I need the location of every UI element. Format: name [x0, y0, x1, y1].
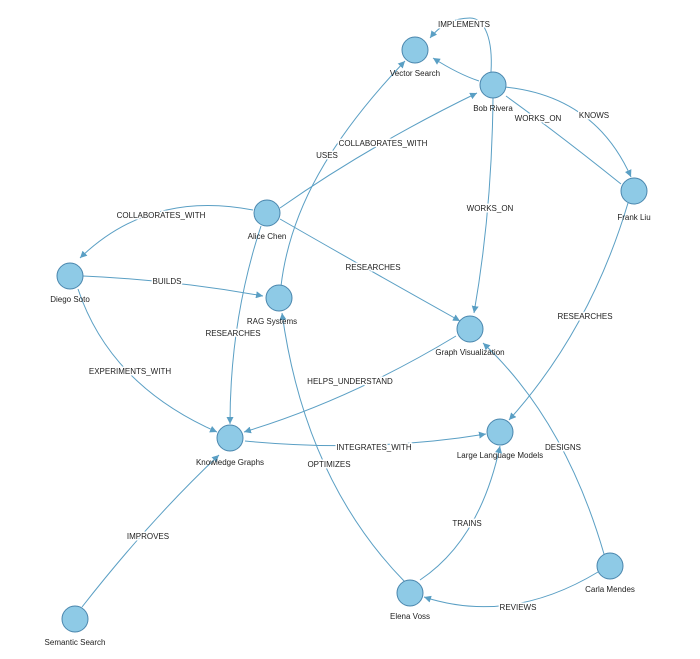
- nodes-layer: Vector Search Bob Rivera Frank Liu Alice…: [45, 36, 651, 647]
- edge-frank-researches-llm: [508, 202, 629, 421]
- edge-uses: [280, 60, 406, 287]
- node-vector-search-circle[interactable]: [401, 36, 429, 64]
- node-graph-visualization[interactable]: Graph Visualization: [435, 315, 505, 357]
- node-elena-voss[interactable]: Elena Voss: [390, 579, 430, 621]
- node-rag-systems-circle[interactable]: [265, 284, 293, 312]
- node-diego-soto[interactable]: Diego Soto: [50, 262, 90, 304]
- node-semantic-search-circle[interactable]: [61, 605, 89, 633]
- node-carla-mendes-circle[interactable]: [596, 552, 624, 580]
- edge-alice-collaborates-diego: [79, 204, 254, 259]
- node-knowledge-graphs[interactable]: Knowledge Graphs: [196, 424, 264, 467]
- edge-trains: [419, 445, 502, 581]
- edge-label-improves: IMPROVES: [127, 532, 169, 541]
- edge-reviews: [423, 571, 599, 608]
- edge-builds: [82, 275, 264, 299]
- node-rag-systems-label: RAG Systems: [247, 317, 297, 326]
- edge-integrates-with: [244, 431, 487, 447]
- node-alice-chen-label: Alice Chen: [248, 232, 287, 241]
- edge-label-implements: IMPLEMENTS: [438, 20, 490, 29]
- node-graph-visualization-circle[interactable]: [456, 315, 484, 343]
- edge-designs: [482, 342, 605, 555]
- edge-helps-understand: [243, 335, 457, 434]
- edge-label-collaborates-with: COLLABORATES_WITH: [339, 139, 428, 148]
- edge-improves: [81, 454, 220, 608]
- node-semantic-search-label: Semantic Search: [45, 638, 106, 647]
- edge-bob-works-on-viz: [471, 96, 494, 314]
- node-large-language-models-circle[interactable]: [486, 418, 514, 446]
- node-frank-liu-circle[interactable]: [620, 177, 648, 205]
- node-rag-systems[interactable]: RAG Systems: [247, 284, 297, 326]
- node-graph-visualization-label: Graph Visualization: [435, 348, 504, 357]
- edge-optimizes: [279, 312, 406, 583]
- node-alice-chen-circle[interactable]: [253, 199, 281, 227]
- edge-alice-researches-viz: [279, 218, 461, 322]
- node-vector-search[interactable]: Vector Search: [390, 36, 440, 78]
- node-diego-soto-label: Diego Soto: [50, 295, 90, 304]
- edge-label-experiments-with: EXPERIMENTS_WITH: [89, 367, 171, 376]
- node-vector-search-label: Vector Search: [390, 69, 440, 78]
- node-knowledge-graphs-circle[interactable]: [216, 424, 244, 452]
- node-frank-liu[interactable]: Frank Liu: [617, 177, 651, 222]
- node-bob-rivera-label: Bob Rivera: [473, 104, 513, 113]
- edge-alice-researches-kg: [226, 225, 262, 425]
- edge-frank-works-on: [505, 95, 622, 185]
- edge-label-knows: KNOWS: [579, 111, 609, 120]
- node-bob-rivera[interactable]: Bob Rivera: [473, 71, 513, 113]
- edge-alice-collaborates-bob: [279, 92, 478, 209]
- edges-layer: [77, 17, 632, 608]
- node-elena-voss-circle[interactable]: [396, 579, 424, 607]
- node-large-language-models[interactable]: Large Language Models: [457, 418, 543, 460]
- edge-label-helps-understand: HELPS_UNDERSTAND: [307, 377, 393, 386]
- node-alice-chen[interactable]: Alice Chen: [248, 199, 287, 241]
- edge-labels-layer: IMPLEMENTS KNOWS WORKS_ON COLLABORATES_W…: [87, 19, 614, 614]
- edge-label-researches: RESEARCHES: [557, 312, 612, 321]
- edge-label-works-on: WORKS_ON: [467, 204, 514, 213]
- node-knowledge-graphs-label: Knowledge Graphs: [196, 458, 264, 467]
- node-frank-liu-label: Frank Liu: [617, 213, 650, 222]
- edge-label-uses: USES: [316, 151, 338, 160]
- edge-label-reviews: REVIEWS: [500, 603, 537, 612]
- edge-implements: [429, 17, 492, 73]
- edge-label-researches: RESEARCHES: [345, 263, 400, 272]
- node-elena-voss-label: Elena Voss: [390, 612, 430, 621]
- node-bob-rivera-circle[interactable]: [479, 71, 507, 99]
- edge-label-collaborates-with: COLLABORATES_WITH: [117, 211, 206, 220]
- node-semantic-search[interactable]: Semantic Search: [45, 605, 106, 647]
- edge-label-works-on: WORKS_ON: [515, 114, 562, 123]
- edge-knows: [504, 86, 632, 178]
- edge-label-designs: DESIGNS: [545, 443, 581, 452]
- edge-label-integrates-with: INTEGRATES_WITH: [336, 443, 412, 452]
- node-large-language-models-label: Large Language Models: [457, 451, 543, 460]
- edge-label-trains: TRAINS: [452, 519, 481, 528]
- node-carla-mendes-label: Carla Mendes: [585, 585, 635, 594]
- edge-label-optimizes: OPTIMIZES: [307, 460, 350, 469]
- edge-label-builds: BUILDS: [153, 277, 182, 286]
- edge-label-researches: RESEARCHES: [205, 329, 260, 338]
- edge-bob-to-vector-search: [432, 57, 480, 82]
- node-diego-soto-circle[interactable]: [56, 262, 84, 290]
- node-carla-mendes[interactable]: Carla Mendes: [585, 552, 635, 594]
- edge-experiments-with: [77, 288, 218, 433]
